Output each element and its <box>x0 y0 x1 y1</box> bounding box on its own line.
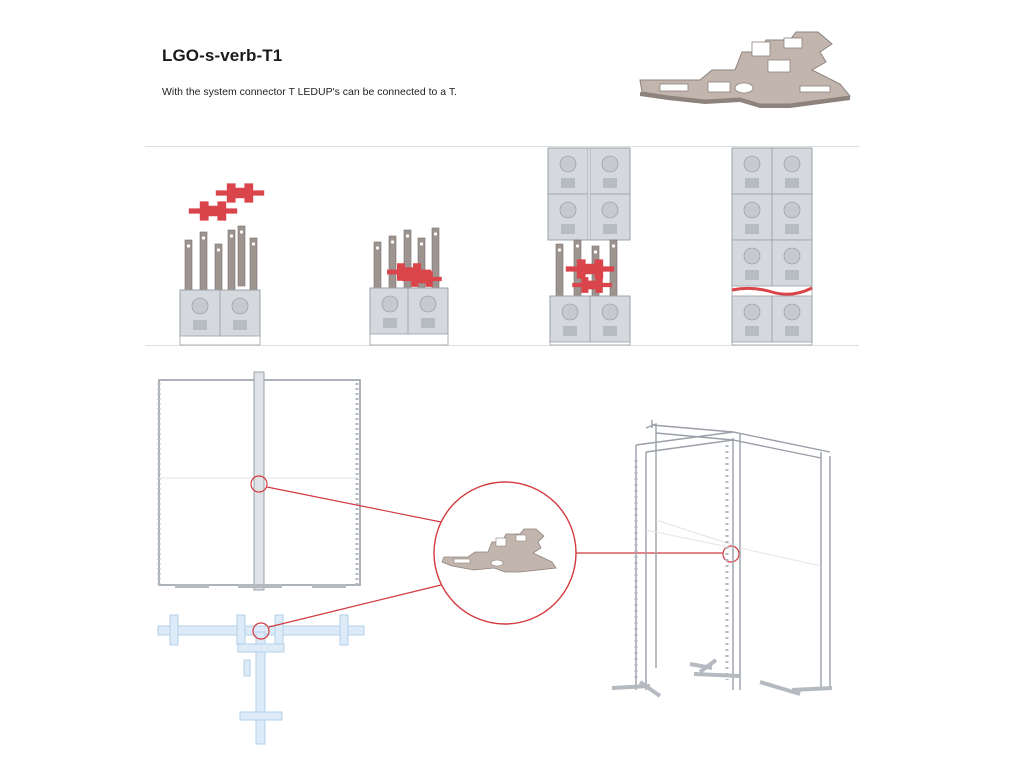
assembly-step-1 <box>179 183 265 346</box>
perspective-frame <box>611 420 833 698</box>
divider-top <box>145 146 859 147</box>
top-view-t-layout <box>157 614 365 745</box>
zoom-callout <box>433 481 577 625</box>
divider-bottom <box>145 345 859 346</box>
connector-part-image <box>639 31 851 108</box>
assembly-step-2 <box>369 227 449 346</box>
page-description: With the system connector T LEDUP's can … <box>162 86 457 98</box>
assembly-step-3 <box>547 147 631 346</box>
assembly-step-4 <box>731 147 813 346</box>
front-view-frame <box>157 371 361 591</box>
page-title: LGO-s-verb-T1 <box>162 46 283 65</box>
